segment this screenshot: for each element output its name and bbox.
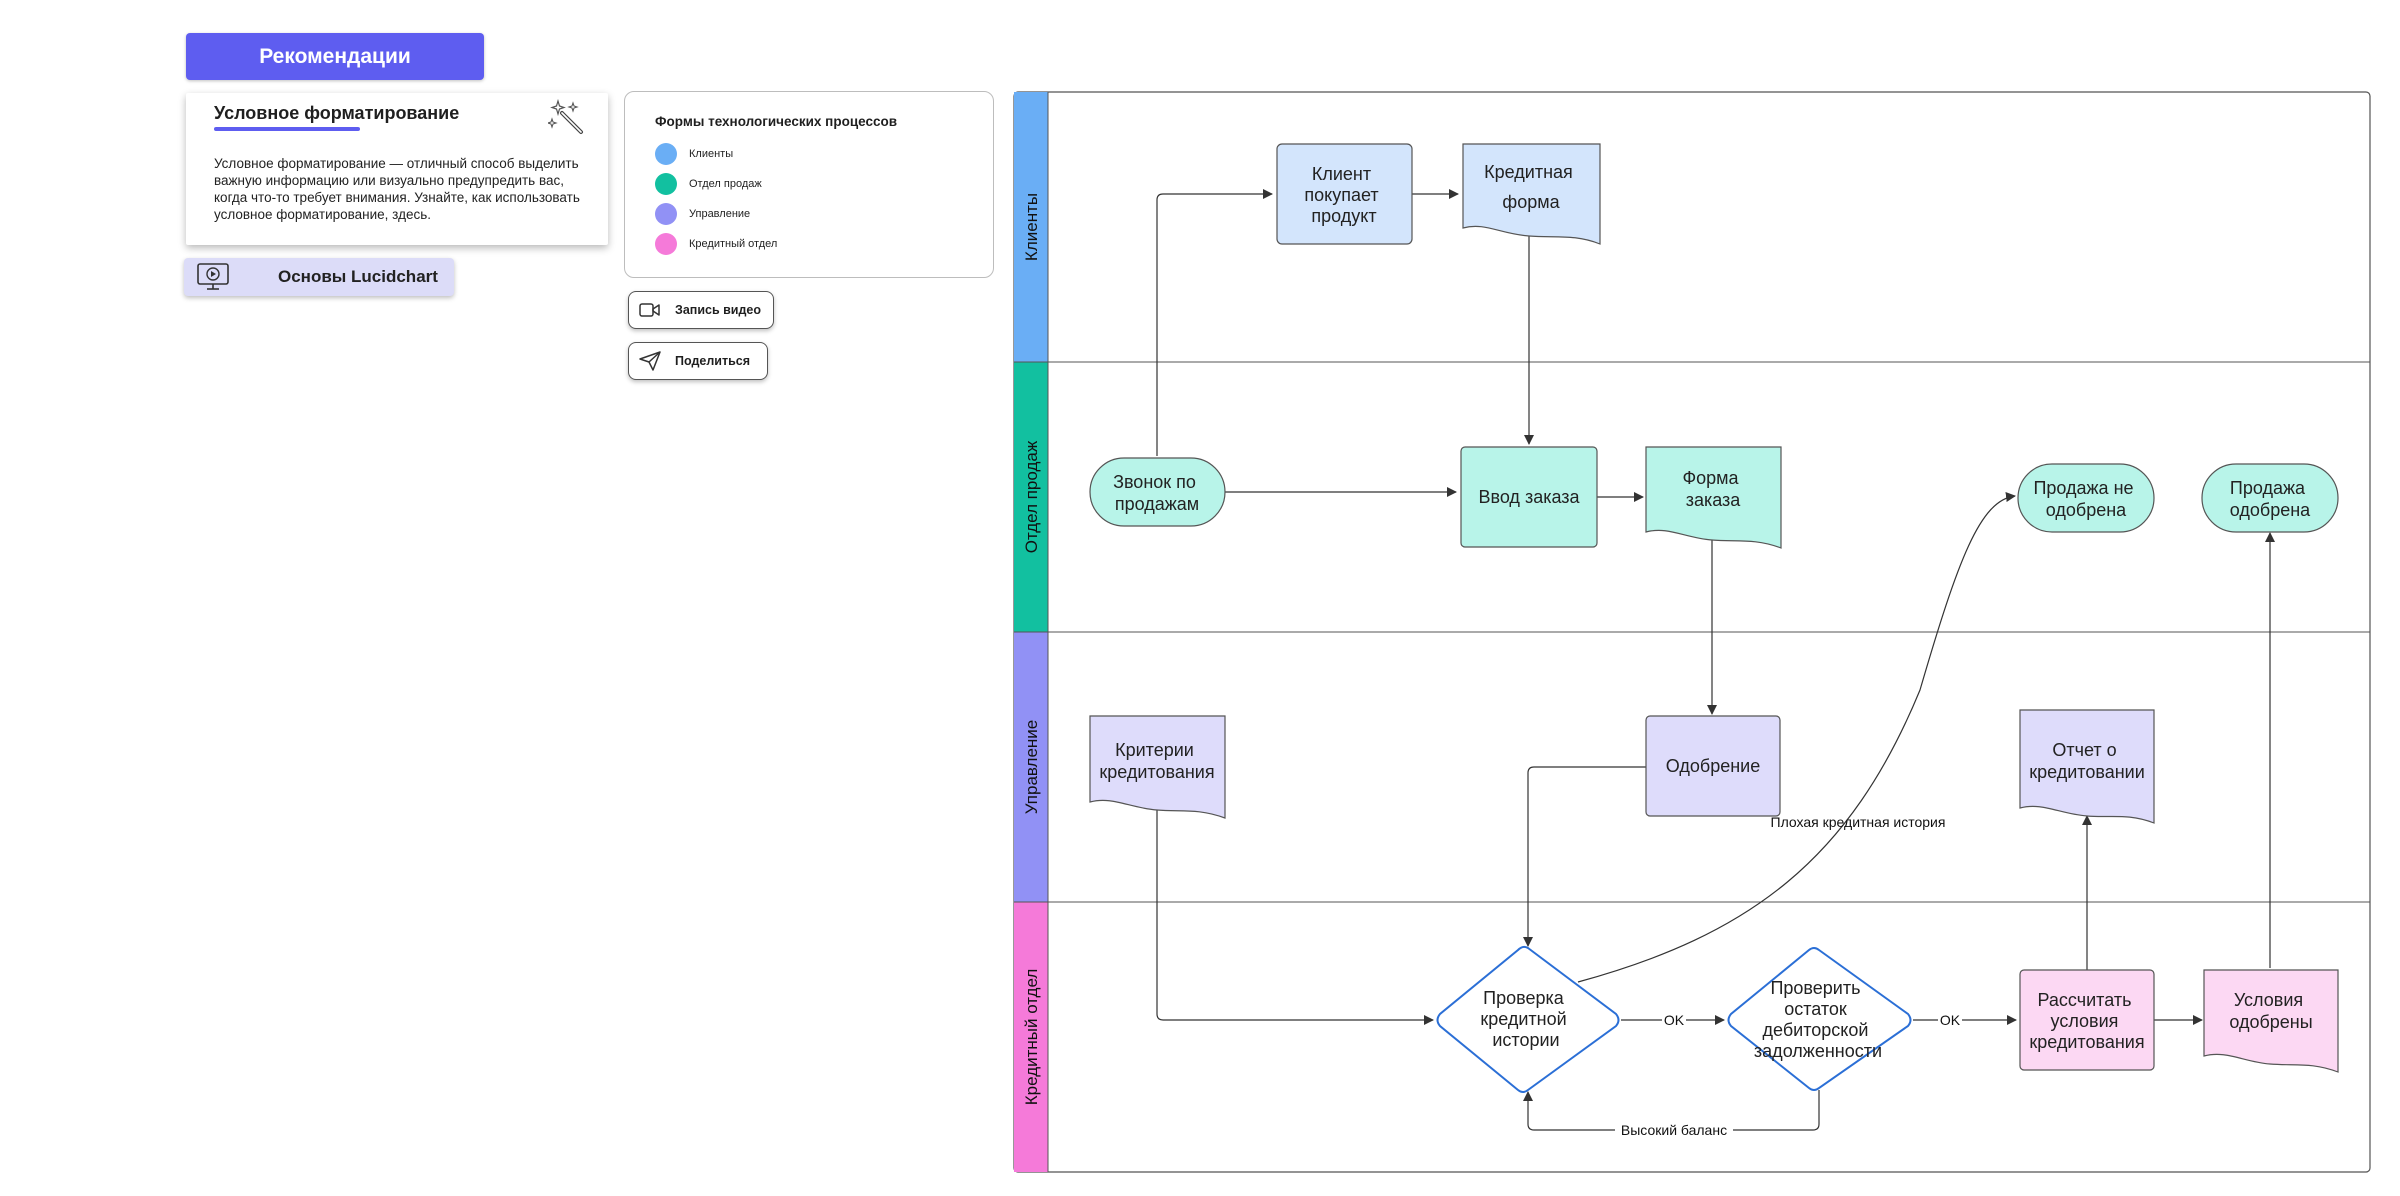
node-credit-report[interactable]: Отчет о кредитовании	[2019, 709, 2155, 824]
legend-label: Отдел продаж	[689, 178, 762, 190]
lane-label-credit: Кредитный отдел	[1022, 969, 1041, 1106]
edge-label-ok: OK	[1664, 1012, 1685, 1028]
legend-title: Формы технологических процессов	[655, 114, 898, 129]
lane-label-clients: Клиенты	[1022, 193, 1041, 261]
edge-approval-to-check	[1523, 766, 1646, 947]
node-order-form[interactable]: Форма заказа	[1645, 446, 1782, 549]
node-sales-call[interactable]: Звонок по продажам	[1089, 457, 1226, 527]
node-credit-criteria[interactable]: Критерии кредитования	[1089, 715, 1226, 819]
node-approval[interactable]: Одобрение	[1645, 715, 1781, 817]
legend-item-clients: Клиенты	[655, 143, 733, 165]
node-check-receivables[interactable]: Проверить остаток дебиторской задолженно…	[1727, 947, 1912, 1091]
svg-text:Рассчитать условия: Рассчитать условия кредитования	[2029, 990, 2144, 1052]
svg-text:Условия одобрены: Условия одобрены	[2229, 990, 2312, 1032]
svg-text:Критерии кредитования: Критерии кредитования	[1099, 740, 1214, 782]
lane-label-management: Управление	[1022, 720, 1041, 815]
legend-label: Клиенты	[689, 148, 734, 160]
legend-label: Управление	[689, 208, 751, 220]
edge-label-bad-history: Плохая кредитная история	[1771, 814, 1946, 830]
svg-text:Кредитная форма: Кредитная форма	[1484, 162, 1578, 212]
record-video-button[interactable]: Запись видео	[628, 291, 774, 329]
lane-header-management	[1014, 632, 1048, 902]
lucidchart-basics-button[interactable]: Основы Lucidchart	[184, 258, 454, 296]
legend-swatch	[655, 203, 677, 225]
svg-text:Продажа не одобрена: Продажа не одобрена	[2033, 478, 2138, 520]
edge-label-high-balance: Высокий баланс	[1621, 1122, 1727, 1138]
node-order-entry[interactable]: Ввод заказа	[1460, 446, 1598, 548]
svg-text:Форма заказа: Форма заказа	[1682, 468, 1743, 510]
edge-call-to-client	[1156, 189, 1273, 456]
lane-header-clients	[1014, 92, 1048, 362]
svg-text:Проверить остаток: Проверить остаток дебиторской задолженно…	[1754, 978, 1882, 1061]
legend-swatch	[655, 173, 677, 195]
paper-plane-icon	[639, 351, 661, 371]
title-underline	[214, 127, 360, 131]
video-camera-icon	[639, 303, 660, 317]
lane-header-credit	[1014, 902, 1048, 1172]
legend-label: Кредитный отдел	[689, 238, 778, 250]
record-video-label: Запись видео	[675, 303, 762, 317]
lane-header-sales	[1014, 362, 1048, 632]
node-calc-terms[interactable]: Рассчитать условия кредитования	[2019, 969, 2155, 1071]
edge-check-to-not-approved	[1577, 492, 2016, 983]
legend-swatch	[655, 143, 677, 165]
svg-text:Проверка кредитной: Проверка кредитной истории	[1480, 988, 1571, 1050]
lane-label-sales: Отдел продаж	[1022, 440, 1041, 553]
node-sale-not-approved[interactable]: Продажа не одобрена	[2017, 463, 2155, 533]
edge-label-ok: OK	[1940, 1012, 1961, 1028]
legend-item-management: Управление	[655, 203, 750, 225]
node-credit-form[interactable]: Кредитная форма	[1462, 143, 1601, 245]
svg-text:Ввод заказа: Ввод заказа	[1478, 487, 1580, 507]
node-sale-approved[interactable]: Продажа одобрена	[2201, 463, 2339, 533]
node-check-credit-history[interactable]: Проверка кредитной истории	[1436, 945, 1620, 1093]
node-client-buys[interactable]: Клиент покупает продукт	[1276, 143, 1413, 245]
svg-text:Отчет о кредитовании: Отчет о кредитовании	[2029, 740, 2145, 782]
svg-text:Продажа одобрена: Продажа одобрена	[2230, 478, 2311, 520]
legend-item-sales: Отдел продаж	[655, 173, 762, 195]
legend-item-credit: Кредитный отдел	[655, 233, 777, 255]
share-label: Поделиться	[675, 354, 751, 368]
share-button[interactable]: Поделиться	[628, 342, 768, 380]
video-tutorial-icon	[197, 263, 229, 290]
card-title: Условное форматирование	[214, 103, 460, 123]
magic-wand-icon	[548, 99, 583, 134]
conditional-formatting-card: Условное форматирование Условное формати…	[186, 93, 608, 245]
node-terms-approved[interactable]: Условия одобрены	[2203, 969, 2339, 1073]
svg-text:Одобрение: Одобрение	[1666, 756, 1760, 776]
svg-text:Звонок по продажам: Звонок по продажам	[1113, 472, 1201, 514]
legend-swatch	[655, 233, 677, 255]
card-text: Условное форматирование — отличный спосо…	[214, 156, 580, 222]
edge-criteria-to-check	[1156, 810, 1434, 1025]
recommendations-button[interactable]: Рекомендации	[186, 33, 484, 80]
svg-text:Клиент покупает пр: Клиент покупает продукт	[1304, 164, 1383, 226]
basics-label: Основы Lucidchart	[278, 267, 438, 286]
process-shapes-legend: Формы технологических процессов Клиенты …	[624, 91, 994, 278]
